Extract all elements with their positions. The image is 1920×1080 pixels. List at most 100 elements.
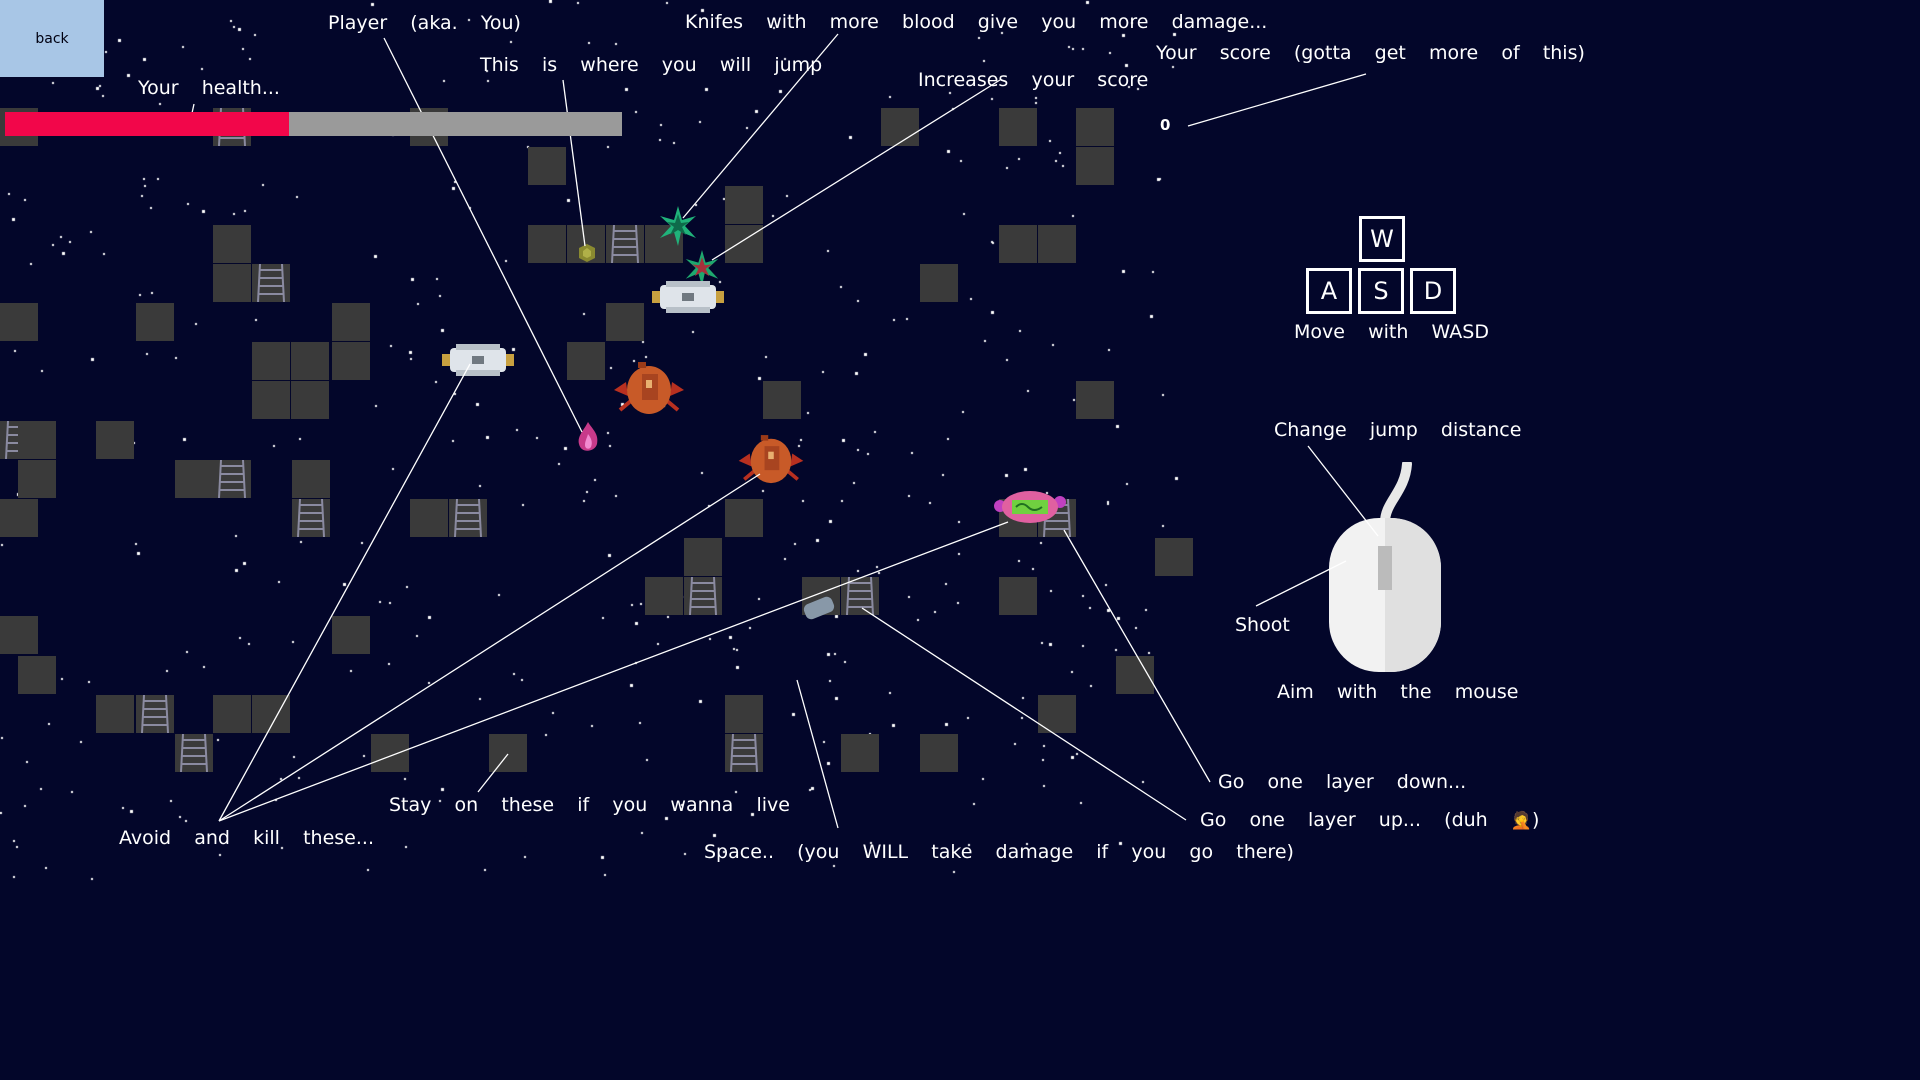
layer-up-annotation: Go one layer up... (duh 🤦) (1200, 809, 1539, 831)
d-key: D (1410, 268, 1456, 314)
floor-tile (175, 733, 213, 773)
floor-tile (18, 656, 56, 694)
floor-tile (18, 421, 56, 459)
ladder-icon (689, 576, 717, 616)
crab-enemy-icon (738, 435, 804, 484)
floor-tile (213, 264, 251, 302)
floor-tile (1076, 108, 1114, 146)
floor-tile (252, 695, 290, 733)
shoot-annotation: Shoot (1235, 614, 1290, 636)
floor-tile (252, 381, 290, 419)
floor-tile (528, 147, 566, 185)
ship-enemy-icon (652, 281, 724, 313)
floor-tile (528, 225, 566, 263)
floor-tile (999, 577, 1037, 615)
floor-tile (0, 303, 38, 341)
avoid-annotation: Avoid and kill these... (119, 827, 374, 849)
jump-distance-annotation: Change jump distance (1274, 419, 1522, 441)
ladder-icon (730, 733, 758, 773)
floor-tile (96, 695, 134, 733)
s-key: S (1358, 268, 1404, 314)
crab-enemy-icon (614, 362, 684, 414)
floor-tile (332, 303, 370, 341)
jump-target-icon (579, 244, 595, 262)
score-value: 0 (1160, 116, 1171, 134)
floor-tile (175, 460, 213, 498)
floor-tile (410, 499, 448, 537)
layer-up-paren: ) (1532, 809, 1540, 831)
floor-tile (684, 576, 722, 616)
floor-tile (291, 381, 329, 419)
floor-tile (999, 108, 1037, 146)
health-bar-fill (5, 112, 289, 136)
floor-tile (0, 616, 38, 654)
space-annotation: Space.. (you WILL take damage if you go … (704, 841, 1294, 863)
floor-tile (213, 695, 251, 733)
floor-tile (1155, 538, 1193, 576)
knifes-annotation: Knifes with more blood give you more dam… (685, 11, 1268, 33)
floor-tile (291, 342, 329, 380)
floor-tile (1076, 147, 1114, 185)
floor-tile (841, 576, 879, 616)
floor-tile (252, 263, 290, 303)
jump-annotation: This is where you will jump (480, 54, 823, 76)
floor-tile (606, 303, 644, 341)
floor-tile (920, 734, 958, 772)
floor-tile (567, 342, 605, 380)
aim-annotation: Aim with the mouse (1277, 681, 1519, 703)
ladder-icon (257, 263, 285, 303)
floor-tile (1076, 381, 1114, 419)
floor-tile (645, 577, 683, 615)
floor-tile (725, 695, 763, 733)
floor-tile (449, 498, 487, 538)
floor-tile (1038, 695, 1076, 733)
floor-tile (489, 734, 527, 772)
layer-down-annotation: Go one layer down... (1218, 771, 1467, 793)
floor-tile (763, 381, 801, 419)
back-button[interactable]: back (0, 0, 104, 77)
ladder-icon (180, 733, 208, 773)
floor-tile (213, 225, 251, 263)
floor-tile (371, 734, 409, 772)
floor-tile (725, 499, 763, 537)
ladder-icon (846, 576, 874, 616)
layer-up-text: Go one layer up... (duh (1200, 809, 1488, 831)
floor-tile (920, 264, 958, 302)
ladder-icon (454, 498, 482, 538)
health-bar (5, 112, 622, 136)
floor-tile (1038, 225, 1076, 263)
floor-tile (332, 342, 370, 380)
move-annotation: Move with WASD (1294, 321, 1489, 343)
floor-tile (684, 538, 722, 576)
floor-tile (292, 460, 330, 498)
floor-tile (136, 694, 174, 734)
stay-annotation: Stay on these if you wanna live (389, 794, 790, 816)
canister-icon (803, 596, 835, 620)
floor-tile (292, 498, 330, 538)
w-key: W (1359, 216, 1405, 262)
facepalm-icon: 🤦 (1510, 811, 1533, 831)
floor-tile (725, 186, 763, 224)
ladder-icon (141, 694, 169, 734)
floor-tile (0, 499, 38, 537)
floor-tile (252, 342, 290, 380)
score-annotation: Your score (gotta get more of this) (1156, 42, 1585, 64)
ladder-icon (218, 459, 246, 499)
floor-tile (606, 224, 644, 264)
floor-tile (18, 460, 56, 498)
bug-enemy-icon (994, 491, 1066, 523)
player-annotation: Player (aka. You) (328, 12, 521, 34)
floor-tile (213, 459, 251, 499)
floor-tile (1116, 656, 1154, 694)
floor-tile (96, 421, 134, 459)
health-annotation: Your health... (138, 77, 280, 99)
floor-tile (725, 733, 763, 773)
mouse-icon (1329, 462, 1441, 672)
floor-tile (136, 303, 174, 341)
floor-tile (332, 616, 370, 654)
floor-tile (841, 734, 879, 772)
player-flame-icon (578, 422, 598, 451)
ladder-icon (297, 498, 325, 538)
floor-tile (881, 108, 919, 146)
floor-tile (725, 225, 763, 263)
